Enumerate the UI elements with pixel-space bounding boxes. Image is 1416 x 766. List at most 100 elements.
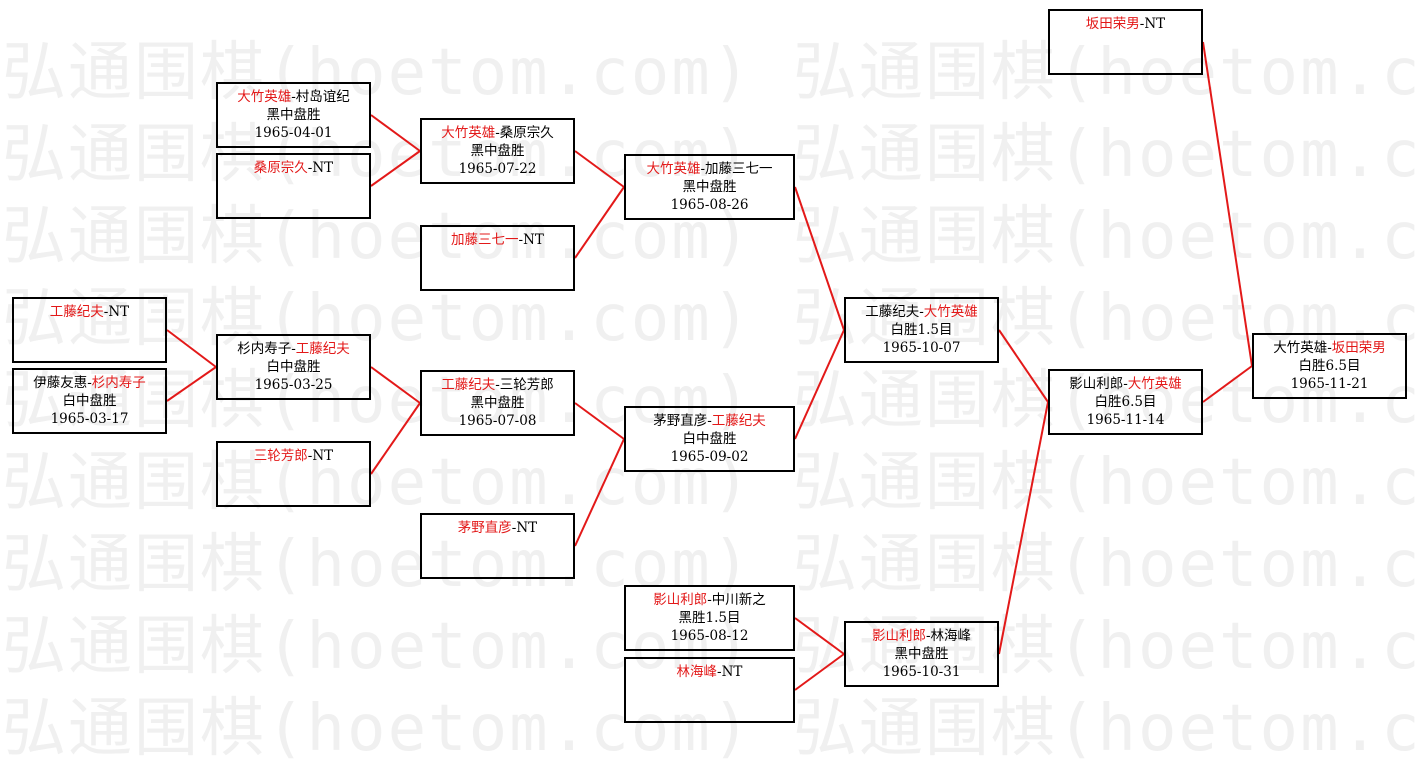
match-result: 白中盘胜 [682,431,737,447]
player-1: 大竹英雄 [237,89,292,105]
match-players: 大竹英雄-桑原宗久 [422,124,573,142]
match-date: 1965-03-17 [50,411,129,427]
match-box-m14: 影山利郎-中川新之黑胜1.5目 1965-08-12 [624,585,795,651]
match-players: 大竹英雄-加藤三七一 [626,160,793,178]
connector-m10-m12 [574,402,625,440]
match-result: 白胜1.5目 [890,322,953,338]
connector-m14-m16 [794,617,845,655]
player-2: NT [721,664,743,680]
vs-separator: - [495,125,500,141]
match-date: 1965-07-08 [458,413,537,429]
connector-m16-m17 [998,401,1049,655]
vs-separator: - [700,161,706,177]
match-players: 杉内寿子-工藤纪夫 [218,340,369,358]
connector-m13-m17 [998,329,1049,403]
player-2: 大竹英雄 [1127,376,1182,392]
player-2: NT [108,304,130,320]
match-players: 影山利郎-林海峰 [846,627,997,645]
match-players: 影山利郎-中川新之 [626,591,793,609]
connector-m1-m3 [370,114,421,152]
vs-separator: - [291,89,296,105]
match-result: 白中盘胜 [266,359,321,375]
connector-m12-m13 [794,329,845,440]
match-result: 白中盘胜 [62,393,117,409]
player-2: NT [312,160,334,176]
vs-separator: - [707,413,712,429]
vs-separator: - [717,664,722,680]
player-1: 大竹英雄 [1273,340,1328,356]
connector-m5-m13 [794,186,845,331]
bracket-connectors [166,41,1253,691]
connector-m2-m3 [370,150,421,187]
match-date: 1965-04-01 [254,125,333,141]
vs-separator: - [1123,376,1128,392]
match-result: 黑中盘胜 [266,107,321,123]
connector-m18-m19 [1202,41,1253,367]
player-1: 影山利郎 [871,628,926,644]
player-2: 林海峰 [930,628,972,644]
match-box-m7: 伊藤友惠-杉内寿子白中盘胜 1965-03-17 [12,368,167,434]
player-2: 杉内寿子 [91,375,146,391]
match-players: 伊藤友惠-杉内寿子 [14,374,165,392]
match-result: 白胜6.5目 [1298,358,1361,374]
vs-separator: - [495,377,500,393]
vs-separator: - [103,304,109,320]
vs-separator: - [925,628,931,644]
match-players: 大竹英雄-坂田荣男 [1254,339,1405,357]
vs-separator: - [307,448,313,464]
vs-separator: - [518,232,524,248]
player-2: 三轮芳郎 [499,377,554,393]
vs-separator: - [1327,340,1332,356]
player-2: 加藤三七一 [705,161,773,177]
match-date: 1965-11-21 [1290,376,1369,392]
player-1: 桑原宗久 [253,160,308,176]
vs-separator: - [1139,16,1145,32]
player-1: 工藤纪夫 [441,377,496,393]
match-box-m18: 坂田荣男-NT [1048,9,1203,75]
match-date: 1965-08-12 [670,628,749,644]
match-players: 大竹英雄-村岛谊纪 [218,88,369,106]
player-1: 大竹英雄 [646,161,701,177]
vs-separator: - [307,160,313,176]
player-2: 工藤纪夫 [295,341,350,357]
player-2: NT [516,520,538,536]
player-1: 茅野直彦 [653,413,708,429]
player-1: 大竹英雄 [441,125,496,141]
vs-separator: - [919,304,924,320]
player-2: 村岛谊纪 [295,89,350,105]
match-players: 加藤三七一-NT [422,231,573,249]
connector-m6-m8 [166,329,217,368]
match-players: 工藤纪夫-三轮芳郎 [422,376,573,394]
connector-m9-m10 [370,402,421,475]
player-2: NT [312,448,334,464]
match-date: 1965-08-26 [670,197,749,213]
match-result: 黑胜1.5目 [678,610,741,626]
match-box-m9: 三轮芳郎-NT [216,441,371,507]
match-players: 工藤纪夫-大竹英雄 [846,303,997,321]
match-box-m4: 加藤三七一-NT [420,225,575,291]
player-1: 茅野直彦 [457,520,512,536]
player-1: 工藤纪夫 [865,304,920,320]
player-2: 桑原宗久 [499,125,554,141]
player-1: 坂田荣男 [1085,16,1140,32]
connector-m3-m5 [574,150,625,188]
vs-separator: - [291,341,296,357]
player-1: 影山利郎 [1069,376,1124,392]
match-players: 茅野直彦-NT [422,519,573,537]
match-date: 1965-03-25 [254,377,333,393]
match-box-m15: 林海峰-NT [624,657,795,723]
player-2: 坂田荣男 [1331,340,1386,356]
vs-separator: - [707,592,712,608]
connector-m4-m5 [574,186,625,259]
match-players: 工藤纪夫-NT [14,303,165,321]
player-2: 工藤纪夫 [711,413,766,429]
match-box-m8: 杉内寿子-工藤纪夫白中盘胜 1965-03-25 [216,334,371,400]
